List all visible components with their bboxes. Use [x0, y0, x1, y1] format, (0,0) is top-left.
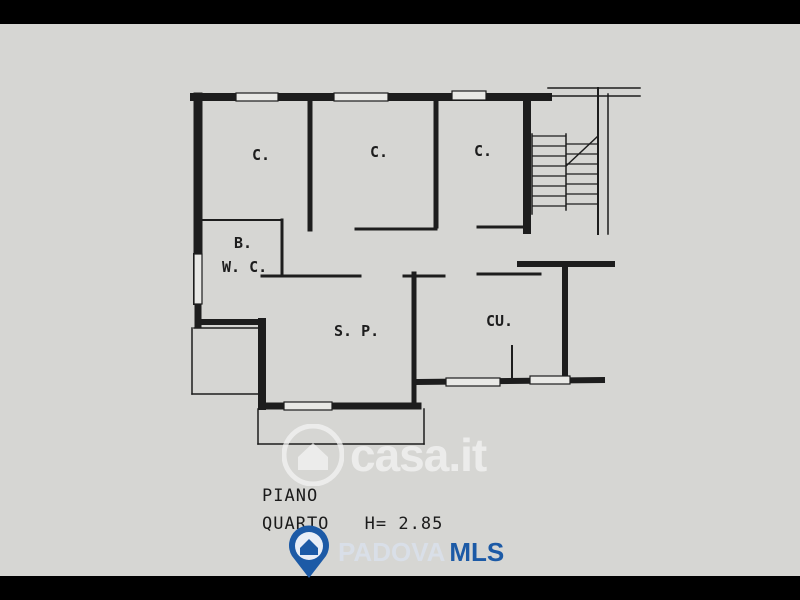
- windows: [193, 90, 571, 411]
- window-kitchen: [445, 377, 501, 387]
- padova-mls-watermark: PADOVA MLS: [284, 524, 504, 580]
- room-label-kitchen: CU.: [486, 312, 513, 330]
- casa-watermark-text: casa.it: [350, 429, 487, 481]
- stair-treads: [532, 135, 598, 207]
- caption-height: H= 2.85: [364, 514, 444, 534]
- house-logo-icon: [282, 424, 344, 486]
- room-label-bedroom-1: C.: [252, 146, 270, 164]
- window-kitchen-2: [529, 375, 571, 385]
- room-label-bath-2: W. C.: [222, 258, 267, 276]
- mls-text: MLS: [449, 536, 505, 567]
- room-label-bath-1: B.: [234, 234, 252, 252]
- padova-text: PADOVA: [338, 536, 446, 567]
- window-c3: [451, 90, 487, 101]
- room-label-bedroom-3: C.: [474, 142, 492, 160]
- floor-plan-sheet: C. C. C. B. W. C. S. P. CU. PIANO QUARTO…: [0, 24, 800, 578]
- window-bath: [193, 253, 203, 305]
- caption-floor-line2: QUARTO H= 2.85: [262, 514, 443, 534]
- window-c1: [235, 92, 279, 102]
- room-label-bedroom-2: C.: [370, 143, 388, 161]
- caption-floor-line1: PIANO: [262, 486, 319, 506]
- window-c2: [333, 92, 389, 102]
- stair-diagonal: [564, 134, 600, 168]
- window-living: [283, 401, 333, 411]
- casa-watermark: casa.it: [282, 424, 487, 486]
- floor-plan-drawing: C. C. C. B. W. C. S. P. CU.: [190, 87, 641, 445]
- map-pin-house-icon: [289, 525, 329, 578]
- room-label-living: S. P.: [334, 322, 379, 340]
